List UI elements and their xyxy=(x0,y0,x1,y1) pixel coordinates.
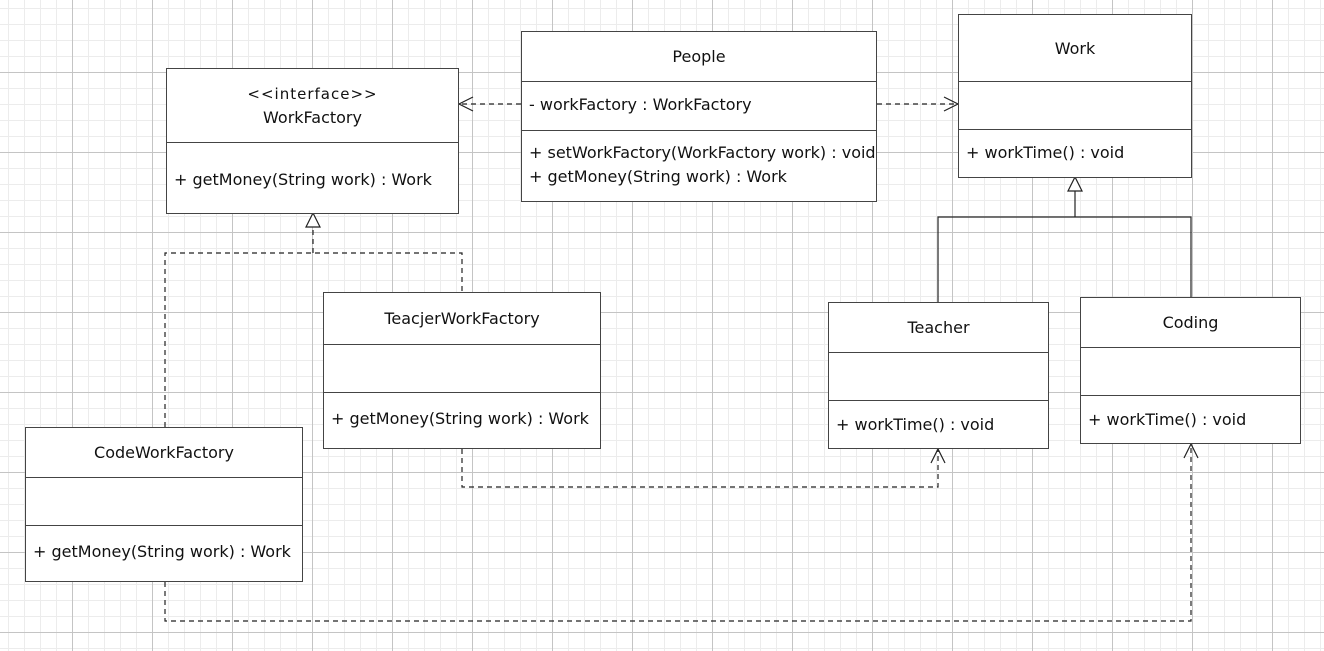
operation-item: + workTime() : void xyxy=(1088,410,1247,429)
dependency-teacherworkfactory-to-teacher[interactable] xyxy=(461,447,946,488)
operations-compartment: + getMoney(String work) : Work xyxy=(324,392,600,448)
class-teacher[interactable]: Teacher + workTime() : void xyxy=(828,302,1049,449)
class-coding[interactable]: Coding + workTime() : void xyxy=(1080,297,1301,444)
class-name: People xyxy=(672,47,726,66)
dependency-people-to-work[interactable] xyxy=(877,96,960,112)
attributes-compartment: - workFactory : WorkFactory xyxy=(522,81,876,130)
attributes-compartment xyxy=(829,352,1048,400)
attributes-compartment xyxy=(324,344,600,392)
class-name: Work xyxy=(1054,38,1096,58)
operation-item: + getMoney(String work) : Work xyxy=(331,409,589,428)
class-header: Work xyxy=(959,15,1191,81)
operation-item: + workTime() : void xyxy=(966,143,1125,162)
class-header: CodeWorkFactory xyxy=(26,428,302,477)
operations-compartment: + workTime() : void xyxy=(1081,395,1300,443)
class-name: CodeWorkFactory xyxy=(94,443,234,462)
stereotype-label: <<interface>> xyxy=(247,84,378,103)
class-name: Teacher xyxy=(907,318,970,337)
class-header: Coding xyxy=(1081,298,1300,347)
attributes-compartment xyxy=(26,477,302,525)
class-name: WorkFactory xyxy=(263,107,362,127)
operation-item: + setWorkFactory(WorkFactory work) : voi… xyxy=(529,143,876,162)
realization-to-workfactory[interactable] xyxy=(164,211,463,427)
operations-compartment: + getMoney(String work) : Work xyxy=(26,525,302,581)
class-header: People xyxy=(522,32,876,81)
class-name: Coding xyxy=(1162,313,1219,332)
class-codeworkfactory[interactable]: CodeWorkFactory + getMoney(String work) … xyxy=(25,427,303,582)
operations-compartment: + getMoney(String work) : Work xyxy=(167,142,458,213)
attributes-compartment xyxy=(1081,347,1300,395)
operation-item: + getMoney(String work) : Work xyxy=(33,542,291,561)
class-header: TeacjerWorkFactory xyxy=(324,293,600,344)
dependency-codeworkfactory-to-coding[interactable] xyxy=(164,442,1199,622)
class-work[interactable]: Work + workTime() : void xyxy=(958,14,1192,178)
operations-compartment: + workTime() : void xyxy=(959,129,1191,177)
generalization-to-work[interactable] xyxy=(937,175,1192,302)
class-teacjerworkfactory[interactable]: TeacjerWorkFactory + getMoney(String wor… xyxy=(323,292,601,449)
attribute-item: - workFactory : WorkFactory xyxy=(529,95,752,114)
class-people[interactable]: People - workFactory : WorkFactory + set… xyxy=(521,31,877,202)
class-header: Teacher xyxy=(829,303,1048,352)
operation-item: + getMoney(String work) : Work xyxy=(529,167,787,186)
operations-compartment: + setWorkFactory(WorkFactory work) : voi… xyxy=(522,130,876,201)
operations-compartment: + workTime() : void xyxy=(829,400,1048,448)
class-workfactory[interactable]: <<interface>> WorkFactory + getMoney(Str… xyxy=(166,68,459,214)
class-name: TeacjerWorkFactory xyxy=(384,309,540,328)
dependency-people-to-workfactory[interactable] xyxy=(457,96,521,112)
operation-item: + workTime() : void xyxy=(836,415,995,434)
operation-item: + getMoney(String work) : Work xyxy=(174,170,432,189)
class-header: <<interface>> WorkFactory xyxy=(167,69,458,142)
attributes-compartment xyxy=(959,81,1191,129)
